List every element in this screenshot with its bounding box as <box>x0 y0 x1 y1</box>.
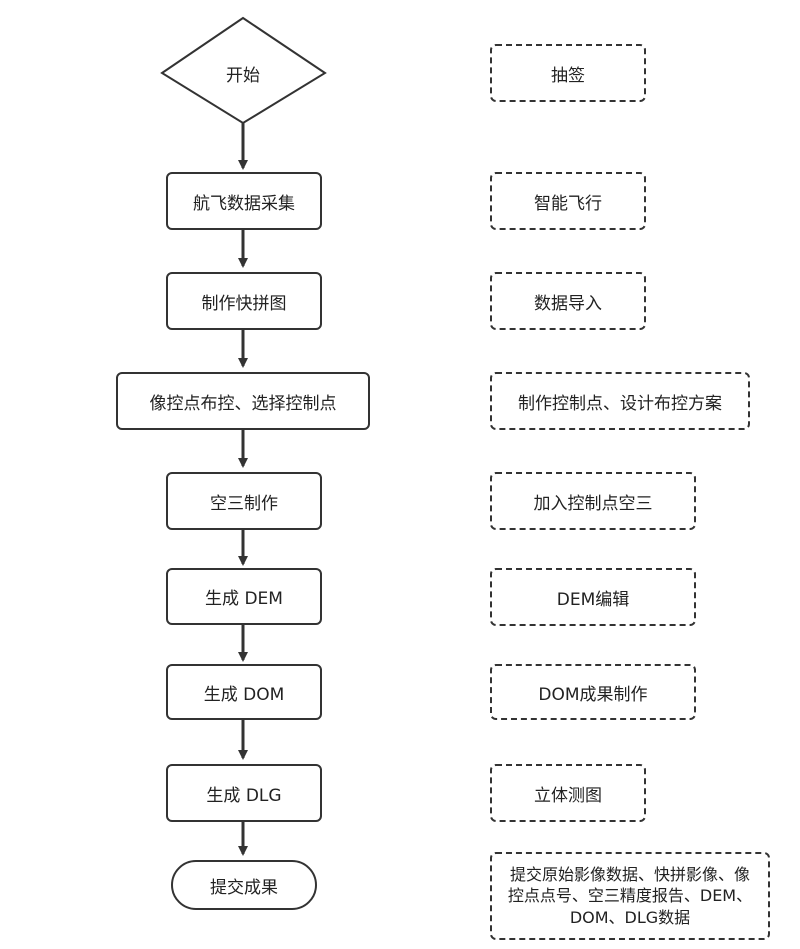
end-submit-results: 提交成果 <box>171 860 317 910</box>
step-generate-dlg: 生成 DLG <box>166 764 322 822</box>
step-control-points: 像控点布控、选择控制点 <box>116 372 370 430</box>
step-flight-data-collection: 航飞数据采集 <box>166 172 322 230</box>
step-quick-mosaic: 制作快拼图 <box>166 272 322 330</box>
note-control-plan: 制作控制点、设计布控方案 <box>490 372 750 430</box>
note-add-control-triangulation: 加入控制点空三 <box>490 472 696 530</box>
start-label: 开始 <box>226 65 260 86</box>
note-dom-production: DOM成果制作 <box>490 664 696 720</box>
step-generate-dem: 生成 DEM <box>166 568 322 625</box>
note-submit-deliverables: 提交原始影像数据、快拼影像、像控点点号、空三精度报告、DEM、DOM、DLG数据 <box>490 852 770 940</box>
note-smart-flight: 智能飞行 <box>490 172 646 230</box>
note-stereo-mapping: 立体测图 <box>490 764 646 822</box>
note-dem-edit: DEM编辑 <box>490 568 696 626</box>
step-aerial-triangulation: 空三制作 <box>166 472 322 530</box>
step-generate-dom: 生成 DOM <box>166 664 322 720</box>
note-data-import: 数据导入 <box>490 272 646 330</box>
note-draw-lots: 抽签 <box>490 44 646 102</box>
